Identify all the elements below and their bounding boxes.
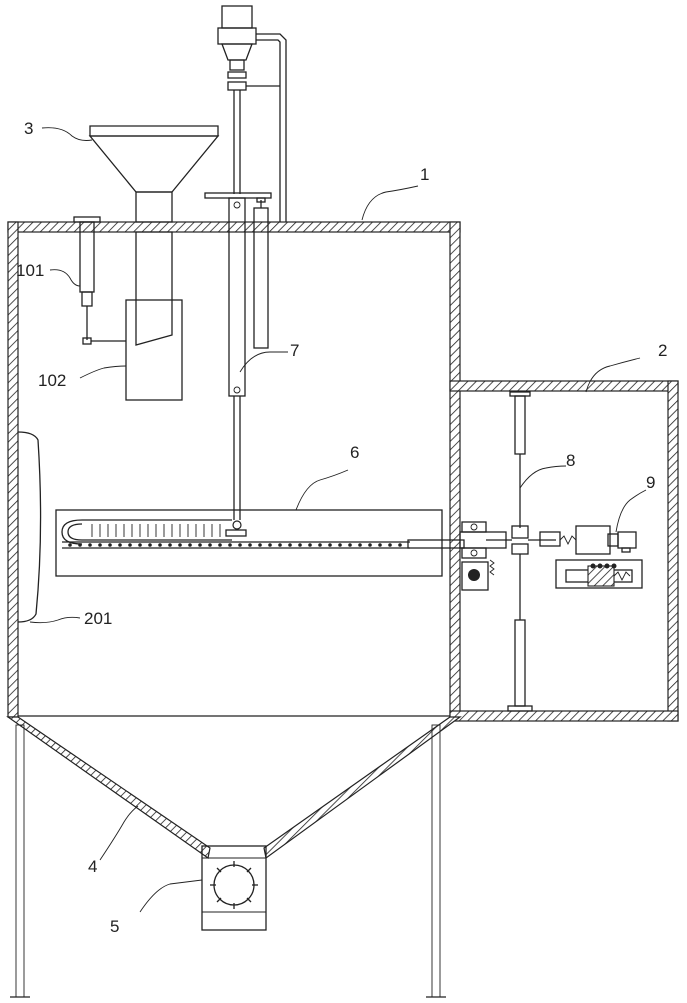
label-6: 6 xyxy=(350,443,359,462)
side-door xyxy=(18,432,41,622)
label-201: 201 xyxy=(84,609,112,628)
label-7: 7 xyxy=(290,341,299,360)
label-9: 9 xyxy=(646,473,655,492)
label-3: 3 xyxy=(24,119,33,138)
label-2: 2 xyxy=(658,341,667,360)
collection-box xyxy=(126,300,182,400)
label-102: 102 xyxy=(38,371,66,390)
vibration-assembly xyxy=(540,526,642,588)
conical-hopper xyxy=(8,717,460,858)
label-8: 8 xyxy=(566,451,575,470)
discharge-valve xyxy=(202,846,266,930)
top-motor xyxy=(218,6,286,222)
label-1: 1 xyxy=(420,165,429,184)
side-housing xyxy=(450,381,678,721)
sieve-tray xyxy=(56,510,442,576)
vertical-shaft xyxy=(205,90,271,520)
label-4: 4 xyxy=(88,857,97,876)
label-5: 5 xyxy=(110,917,119,936)
callout-labels: 3 1 2 101 102 7 6 8 9 201 4 5 xyxy=(16,119,667,936)
feed-hopper xyxy=(90,126,218,345)
telescopic-rod xyxy=(508,392,556,711)
cylinder-assembly xyxy=(74,217,126,344)
label-101: 101 xyxy=(16,261,44,280)
